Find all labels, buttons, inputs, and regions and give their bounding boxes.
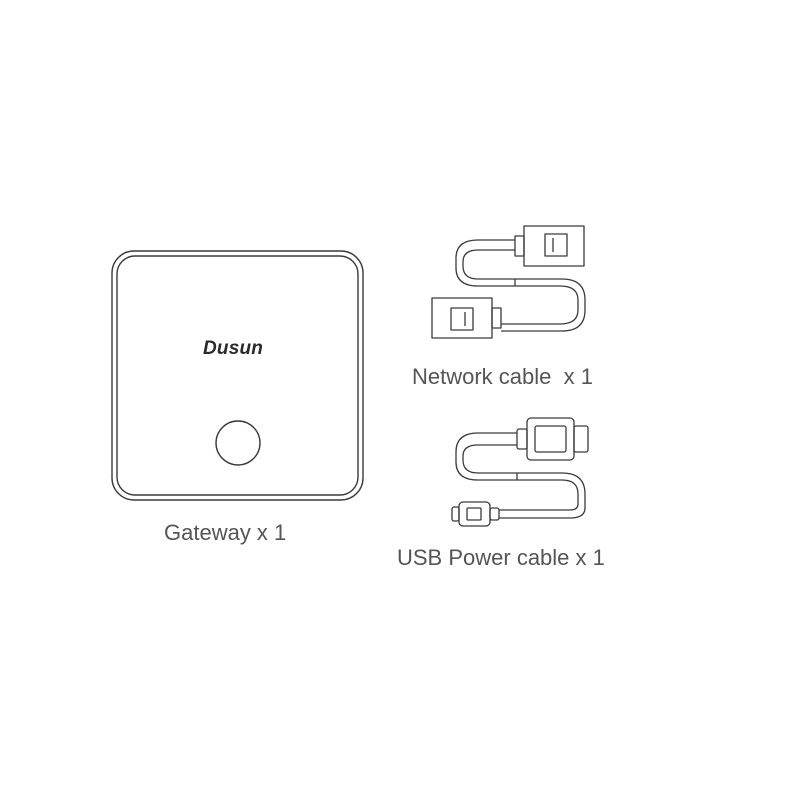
network-cable-wire (455, 239, 579, 325)
rj45-plug-upper (514, 225, 585, 267)
dusun-brand-logo: Dusun (203, 338, 264, 359)
usb-power-cable-icon (451, 417, 589, 527)
usb-power-cable-caption: USB Power cable x 1 (397, 545, 605, 570)
usb-plug-lower (451, 501, 500, 527)
gateway-button-icon (215, 420, 261, 466)
gateway-caption: Gateway x 1 (164, 520, 287, 545)
rj45-plug-lower (431, 297, 502, 339)
gateway-device (111, 250, 364, 501)
network-cable-icon (431, 225, 586, 339)
usb-plug-upper (516, 417, 589, 461)
gateway-inner-face (116, 255, 359, 496)
network-cable-caption: Network cable x 1 (412, 364, 593, 389)
gateway-outer-shell (111, 250, 364, 501)
usb-cable-wire (455, 432, 579, 511)
